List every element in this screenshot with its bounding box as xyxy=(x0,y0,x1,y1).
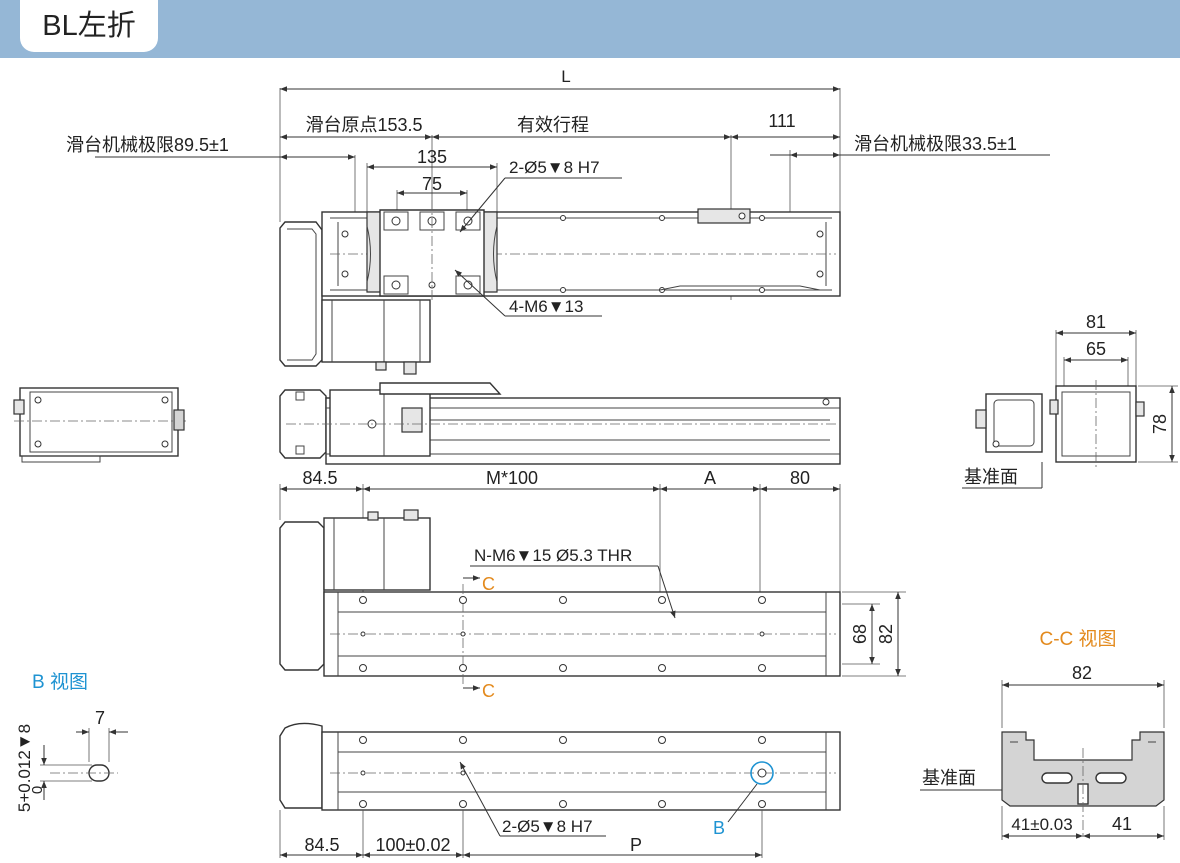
dim-100-tol: 100±0.02 xyxy=(376,835,451,855)
page-title: BL左折 xyxy=(42,10,136,42)
dim-L: L xyxy=(561,67,570,86)
dim-P: P xyxy=(630,835,642,855)
note-pin-holes-base: 2-Ø5▼8 H7 xyxy=(502,817,593,836)
note-pin-holes-top: 2-Ø5▼8 H7 xyxy=(509,158,600,177)
dim-41-tol: 41±0.03 xyxy=(1011,815,1072,834)
dim-135: 135 xyxy=(417,147,447,167)
dim-left-limit: 滑台机械极限89.5±1 xyxy=(66,135,229,155)
base-view: B 2-Ø5▼8 H7 84.5 100±0.02 P xyxy=(279,722,841,858)
cc-view: C-C 视图 82 基准面 41±0.03 41 xyxy=(920,628,1165,840)
side-view xyxy=(279,382,841,465)
bottom-view: 84.5 M*100 A 80 xyxy=(279,468,906,701)
b-view: B 视图 7 5+0.012▼8 0 xyxy=(15,671,128,812)
dim-65: 65 xyxy=(1086,339,1106,359)
left-end-view xyxy=(13,387,186,463)
header-tab: BL左折 xyxy=(20,0,158,52)
datum-end-view: 基准面 xyxy=(964,467,1018,487)
dim-5-tol: 5+0.012▼8 xyxy=(15,724,34,812)
dim-effective-stroke: 有效行程 xyxy=(517,115,589,135)
cc-view-title: C-C 视图 xyxy=(1039,628,1116,650)
dim-75: 75 xyxy=(422,174,442,194)
dim-7: 7 xyxy=(95,708,105,728)
datum-cc-view: 基准面 xyxy=(922,768,976,788)
right-end-view: 81 65 78 基准面 xyxy=(962,312,1178,489)
base-holes xyxy=(359,736,767,808)
note-tapped-holes-bottom: N-M6▼15 Ø5.3 THR xyxy=(474,546,632,565)
header-bar xyxy=(0,0,1180,58)
section-mark-top: C xyxy=(482,574,495,594)
dim-81: 81 xyxy=(1086,312,1106,332)
dim-84-5-base: 84.5 xyxy=(304,835,339,855)
dim-41: 41 xyxy=(1112,814,1132,834)
dim-slider-origin: 滑台原点153.5 xyxy=(305,115,422,135)
dim-right-limit: 滑台机械极限33.5±1 xyxy=(854,134,1017,154)
dim-78: 78 xyxy=(1150,414,1170,434)
dim-M-100: M*100 xyxy=(486,468,538,488)
b-view-title: B 视图 xyxy=(32,671,88,693)
view-mark-B: B xyxy=(713,818,725,838)
dim-111: 111 xyxy=(768,111,795,131)
dim-80: 80 xyxy=(790,468,810,488)
dim-68: 68 xyxy=(850,624,870,644)
dim-82-bottom: 82 xyxy=(876,624,896,644)
top-view: L 滑台原点153.5 有效行程 111 滑台机械极限89.5±1 滑台机械极限… xyxy=(66,67,1050,375)
note-tapped-holes-top: 4-M6▼13 xyxy=(509,297,583,316)
dim-A: A xyxy=(704,468,716,488)
section-mark-bottom: C xyxy=(482,681,495,701)
dim-5-tol-low: 0 xyxy=(29,786,46,794)
bottom-holes xyxy=(359,596,766,672)
dim-84-5-bottom: 84.5 xyxy=(302,468,337,488)
dim-82-cc: 82 xyxy=(1072,663,1092,683)
